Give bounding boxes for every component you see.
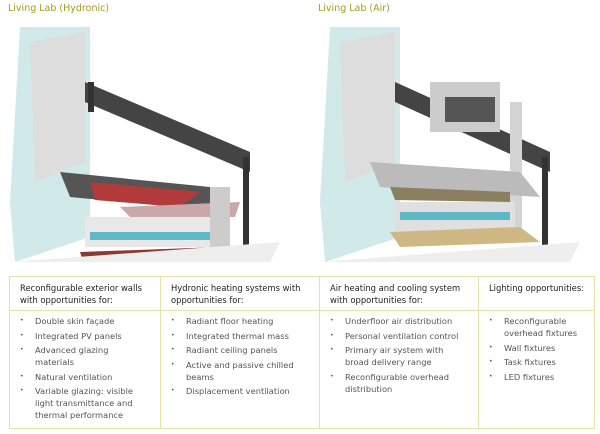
list-item: Integrated PV panels bbox=[20, 330, 150, 342]
list-item: LED fixtures bbox=[489, 371, 584, 383]
header-exterior-walls: Reconfigurable exterior walls with oppor… bbox=[9, 276, 161, 311]
list-item: Reconfigurable overhead distribution bbox=[330, 371, 468, 395]
list-item: Active and passive chilled beams bbox=[171, 359, 309, 383]
lighting-list: Reconfigurable overhead fixtures Wall fi… bbox=[489, 315, 584, 383]
list-item: Task fixtures bbox=[489, 356, 584, 368]
list-item: Underfloor air distribution bbox=[330, 315, 468, 327]
list-item: Wall fixtures bbox=[489, 342, 584, 354]
exterior-walls-list: Double skin façade Integrated PV panels … bbox=[20, 315, 150, 421]
list-item: Primary air system with broad delivery r… bbox=[330, 344, 468, 368]
list-item: Natural ventilation bbox=[20, 371, 150, 383]
header-hydronic: Hydronic heating systems with opportunit… bbox=[160, 276, 320, 311]
list-item: Reconfigurable overhead fixtures bbox=[489, 315, 584, 339]
list-item: Advanced glazing materials bbox=[20, 344, 150, 368]
opportunities-table: Reconfigurable exterior walls with oppor… bbox=[9, 276, 595, 429]
hydronic-list: Radiant floor heating Integrated thermal… bbox=[171, 315, 309, 397]
header-lighting: Lighting opportunities: bbox=[478, 276, 595, 311]
list-item: Variable glazing: visible light transmit… bbox=[20, 385, 150, 421]
header-air: Air heating and cooling system with oppo… bbox=[319, 276, 479, 311]
list-item: Radiant ceiling panels bbox=[171, 344, 309, 356]
list-item: Personal ventilation control bbox=[330, 330, 468, 342]
list-item: Radiant floor heating bbox=[171, 315, 309, 327]
air-list: Underfloor air distribution Personal ven… bbox=[330, 315, 468, 395]
air-title: Living Lab (Air) bbox=[318, 3, 390, 14]
list-item: Integrated thermal mass bbox=[171, 330, 309, 342]
air-lab-illustration bbox=[320, 27, 580, 262]
list-item: Double skin façade bbox=[20, 315, 150, 327]
hydronic-lab-illustration bbox=[10, 27, 280, 262]
list-item: Displacement ventilation bbox=[171, 385, 309, 397]
hydronic-title: Living Lab (Hydronic) bbox=[8, 3, 110, 14]
